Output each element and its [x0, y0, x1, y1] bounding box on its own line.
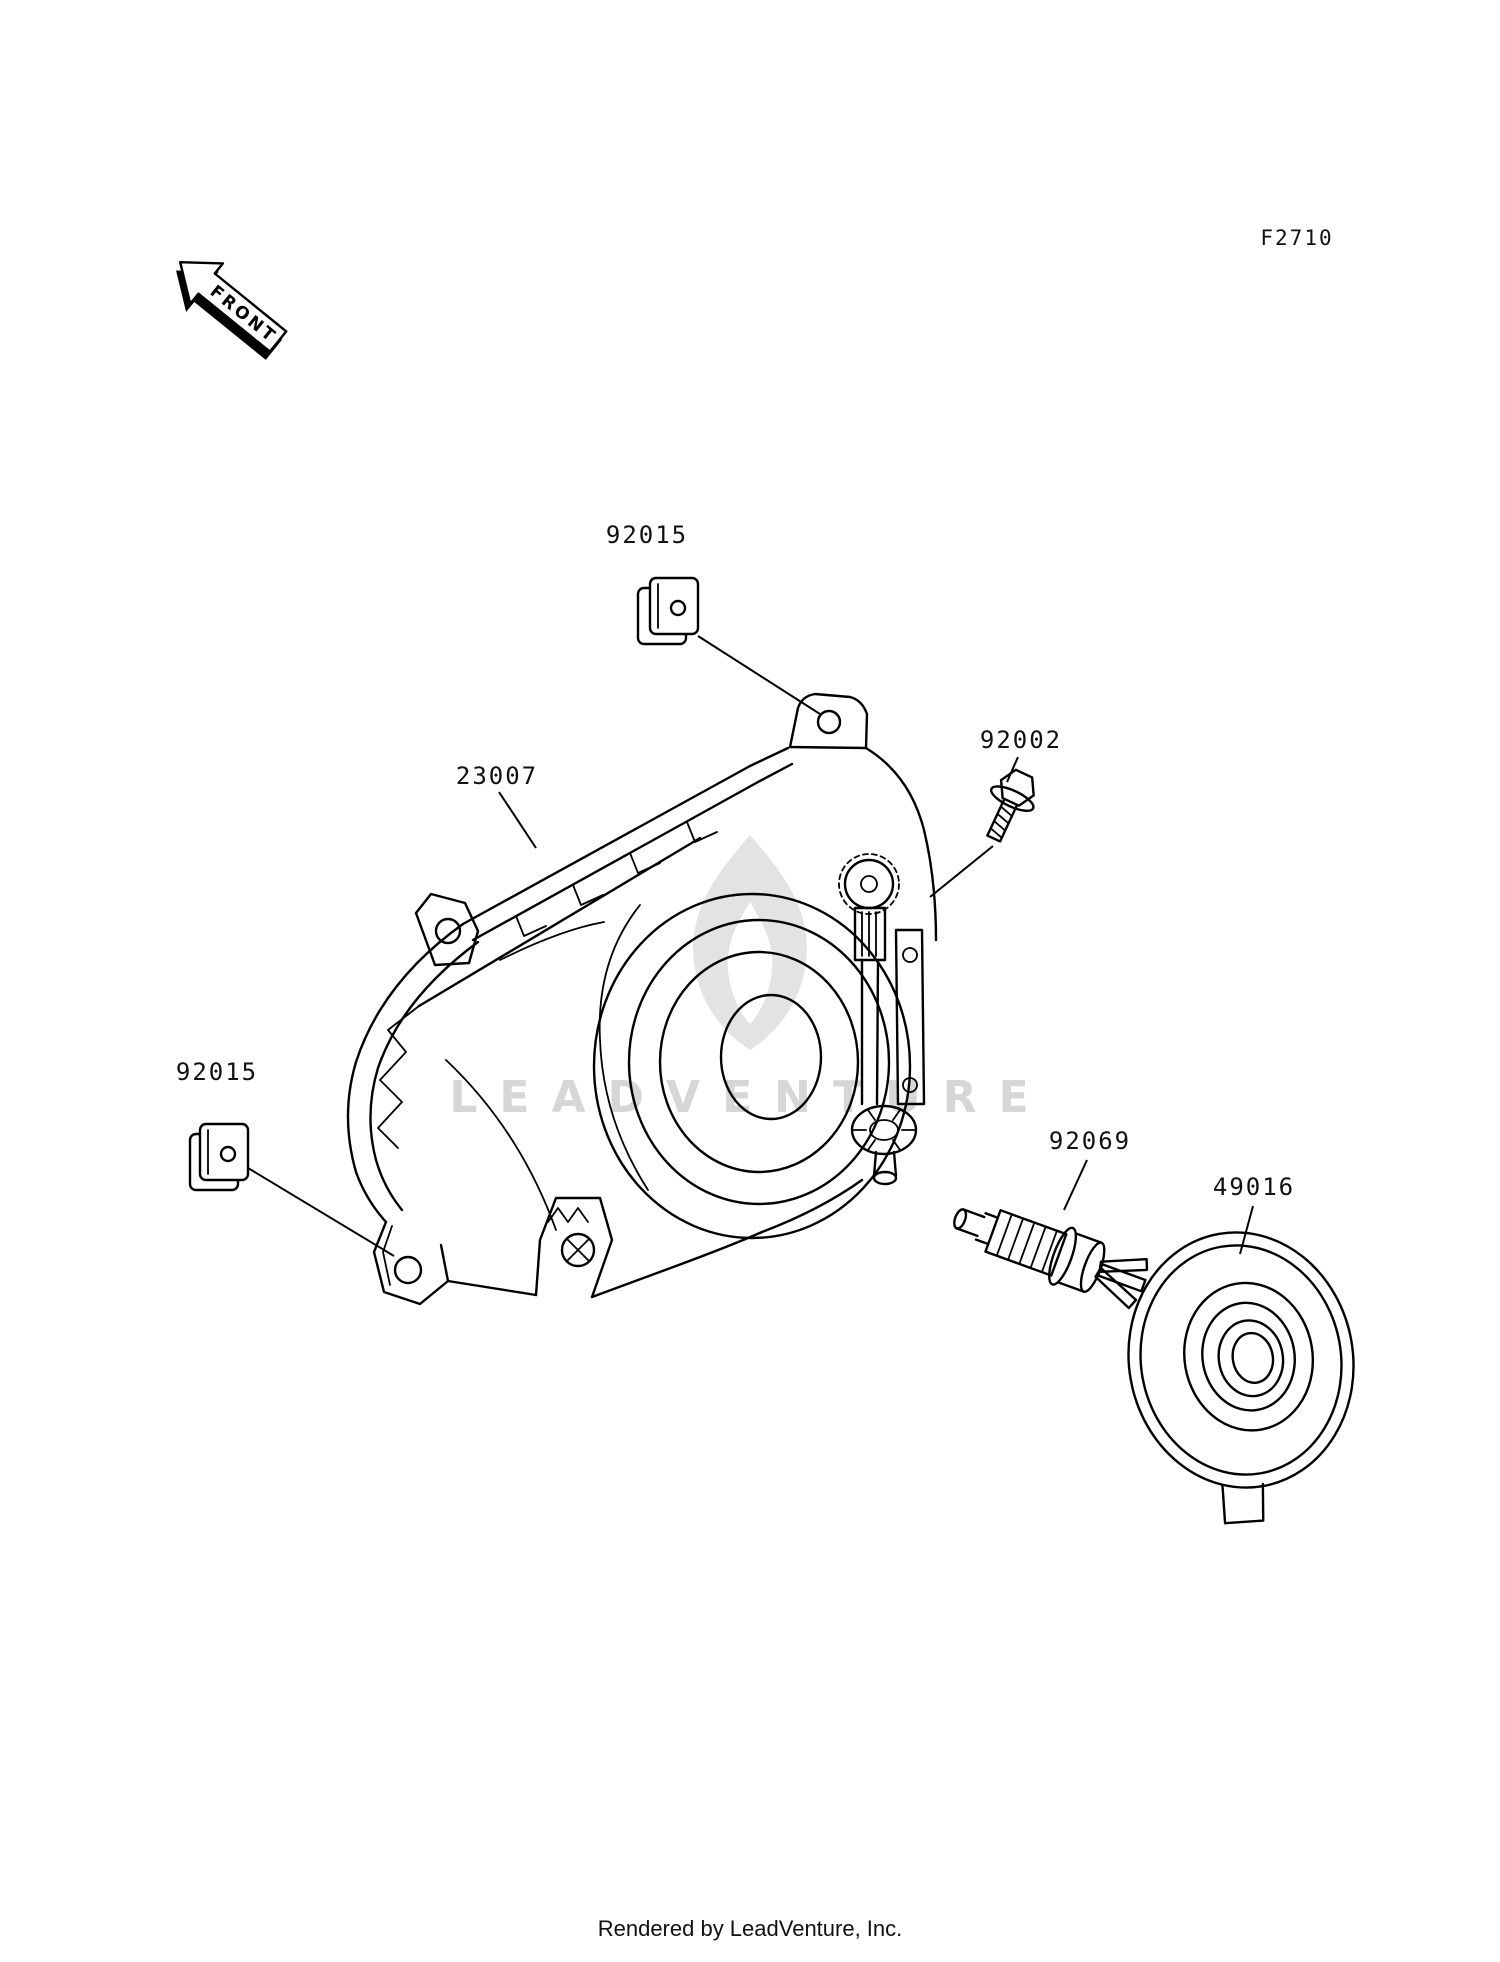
cover-opening: [1231, 1331, 1275, 1384]
part-label-23007[interactable]: 23007: [456, 762, 538, 790]
figure-code: F2710: [1260, 226, 1333, 250]
lens-opening: [719, 993, 823, 1121]
flame-shape: [693, 835, 807, 1050]
bottom-clamp-bracket: [534, 1196, 614, 1299]
left-mount-hole: [434, 917, 462, 945]
bottom-left-bracket: [372, 1220, 450, 1306]
bulb-prongs: [1094, 1257, 1149, 1310]
clip-top-hole: [669, 599, 687, 617]
adjuster-assembly: [838, 853, 926, 1186]
adjuster-knob: [850, 1104, 918, 1186]
headlight-housing-drawing: [346, 692, 938, 1306]
front-arrow-body: [178, 261, 288, 353]
cover-tab: [1221, 1482, 1265, 1525]
knurled-shaft: [853, 906, 887, 962]
bulb-flange: [1048, 1226, 1078, 1286]
leadventure-flame-watermark: [693, 835, 807, 1050]
adjuster-plate: [894, 928, 926, 1106]
part-label-92015-left[interactable]: 92015: [176, 1058, 258, 1086]
part-label-92002[interactable]: 92002: [980, 726, 1062, 754]
ridge-teeth: [515, 821, 718, 937]
bulb-body: [984, 1209, 1068, 1277]
cover-drawing: [1127, 1231, 1355, 1525]
left-mount-bracket: [414, 892, 480, 967]
part-label-49016[interactable]: 49016: [1213, 1173, 1295, 1201]
clip-left-hole: [219, 1145, 237, 1163]
bulb-drawing: [953, 1208, 1149, 1310]
cover-outer: [1127, 1231, 1355, 1489]
leadventure-watermark-text: LEADVENTURE: [449, 1072, 1050, 1123]
bottom-left-hole: [393, 1255, 423, 1285]
leader-lines: [247, 635, 1254, 1257]
screw-head-x: [560, 1232, 596, 1268]
lens-rings: [592, 892, 912, 1240]
part-label-92069[interactable]: 92069: [1049, 1127, 1131, 1155]
bolt-flange: [989, 785, 1035, 812]
footer-credit: Rendered by LeadVenture, Inc.: [597, 1916, 903, 1941]
adjuster-gear: [843, 858, 895, 910]
front-arrow: FRONT: [176, 261, 288, 360]
top-mount-hole: [816, 709, 842, 735]
clip-top-drawing: [636, 576, 700, 646]
part-label-92015-top[interactable]: 92015: [606, 521, 688, 549]
clip-left-drawing: [188, 1122, 250, 1192]
adjuster-rod: [860, 958, 880, 1106]
